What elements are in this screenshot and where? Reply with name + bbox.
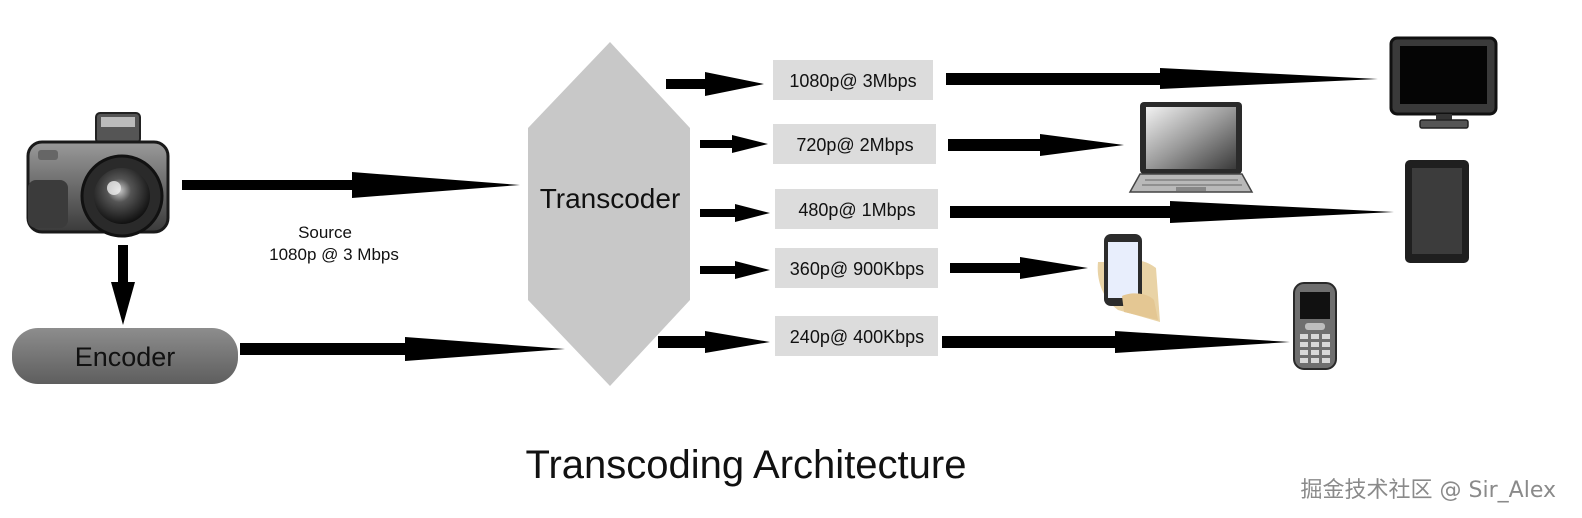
rendition-480p: 480p@ 1Mbps <box>775 189 938 229</box>
arrow-240p-to-featurephone <box>942 331 1290 353</box>
smartphone-in-hand-icon <box>1097 234 1160 322</box>
encoder-block: Encoder <box>12 328 238 384</box>
credit-watermark: 掘金技术社区 @ Sir_Alex <box>1300 478 1556 503</box>
monitor-icon <box>1389 36 1498 129</box>
arrow-source-to-transcoder <box>182 172 520 198</box>
rendition-360p: 360p@ 900Kbps <box>775 248 938 288</box>
arrow-encoder-to-transcoder <box>240 337 565 361</box>
rendition-label: 240p@ 400Kbps <box>790 327 924 347</box>
arrow-to-720p <box>700 135 768 153</box>
arrow-to-1080p <box>666 72 764 96</box>
source-label: Source <box>298 223 352 242</box>
arrow-360p-to-smartphone <box>950 257 1088 279</box>
laptop-icon <box>1128 102 1254 193</box>
rendition-label: 360p@ 900Kbps <box>790 259 924 279</box>
encoder-label: Encoder <box>75 342 176 372</box>
arrow-720p-to-laptop <box>948 134 1124 156</box>
arrow-1080p-to-monitor <box>946 68 1378 89</box>
arrows <box>111 68 1394 361</box>
transcoder-label: Transcoder <box>540 183 681 214</box>
feature-phone-icon <box>1293 282 1337 370</box>
camera-icon <box>26 112 170 238</box>
rendition-label: 720p@ 2Mbps <box>796 135 913 155</box>
rendition-720p: 720p@ 2Mbps <box>773 124 936 164</box>
rendition-label: 480p@ 1Mbps <box>798 200 915 220</box>
diagram-title: Transcoding Architecture <box>526 443 967 487</box>
transcoder-block: Transcoder <box>528 42 690 386</box>
tablet-icon <box>1405 160 1469 263</box>
rendition-1080p: 1080p@ 3Mbps <box>773 60 933 100</box>
rendition-240p: 240p@ 400Kbps <box>775 316 938 356</box>
arrow-480p-to-tablet <box>950 201 1394 223</box>
arrow-to-240p <box>658 331 770 353</box>
arrow-camera-to-encoder <box>111 245 135 325</box>
source-spec: 1080p @ 3 Mbps <box>269 245 399 264</box>
rendition-label: 1080p@ 3Mbps <box>789 71 916 91</box>
arrow-to-480p <box>700 204 770 222</box>
arrow-to-360p <box>700 261 770 279</box>
